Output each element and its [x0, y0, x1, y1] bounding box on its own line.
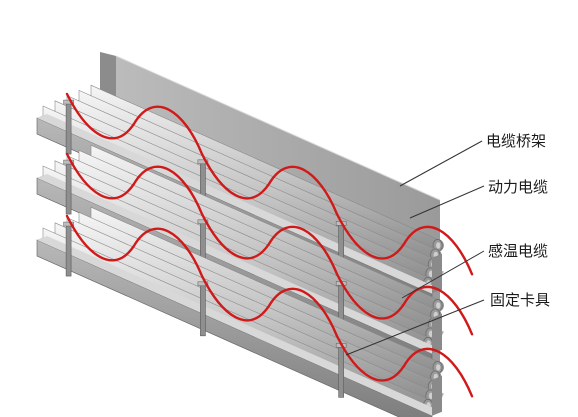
leader-line-tray [399, 140, 483, 187]
fixing-clamp [65, 101, 72, 155]
label-power-cable: 动力电缆 [488, 178, 549, 196]
heat-sensing-cable [65, 152, 474, 336]
power-cable-core [436, 242, 441, 249]
leader-line-power-cable [409, 185, 485, 219]
fixing-clamp [200, 283, 206, 337]
fixing-clamp-head [197, 281, 209, 287]
power-cable-core [436, 302, 441, 309]
leader-line-clamp [345, 299, 485, 356]
fixing-clamp [338, 345, 344, 398]
tray-tier [36, 206, 474, 417]
leader-lines [345, 140, 485, 356]
leader-line-sensing-cable [401, 250, 485, 299]
label-cable-tray: 电缆桥架 [486, 132, 547, 150]
label-sensing-cable: 感温电缆 [488, 242, 549, 260]
tray-end-plate [432, 253, 442, 294]
fixing-clamp-head [63, 159, 74, 165]
tray-end-plate [432, 313, 442, 354]
fixing-clamp-head [197, 219, 209, 225]
label-clamp: 固定卡具 [490, 291, 551, 309]
fixing-clamp [65, 223, 72, 277]
heat-sensing-cable [65, 92, 474, 276]
heat-sensing-cable [65, 214, 474, 398]
power-cable-core [436, 364, 441, 371]
tray-end-plate [432, 375, 442, 416]
fixing-clamp-head [63, 99, 74, 105]
fixing-clamp [65, 161, 72, 215]
fixing-clamp-head [63, 221, 74, 227]
fixing-clamp-head [197, 159, 209, 165]
